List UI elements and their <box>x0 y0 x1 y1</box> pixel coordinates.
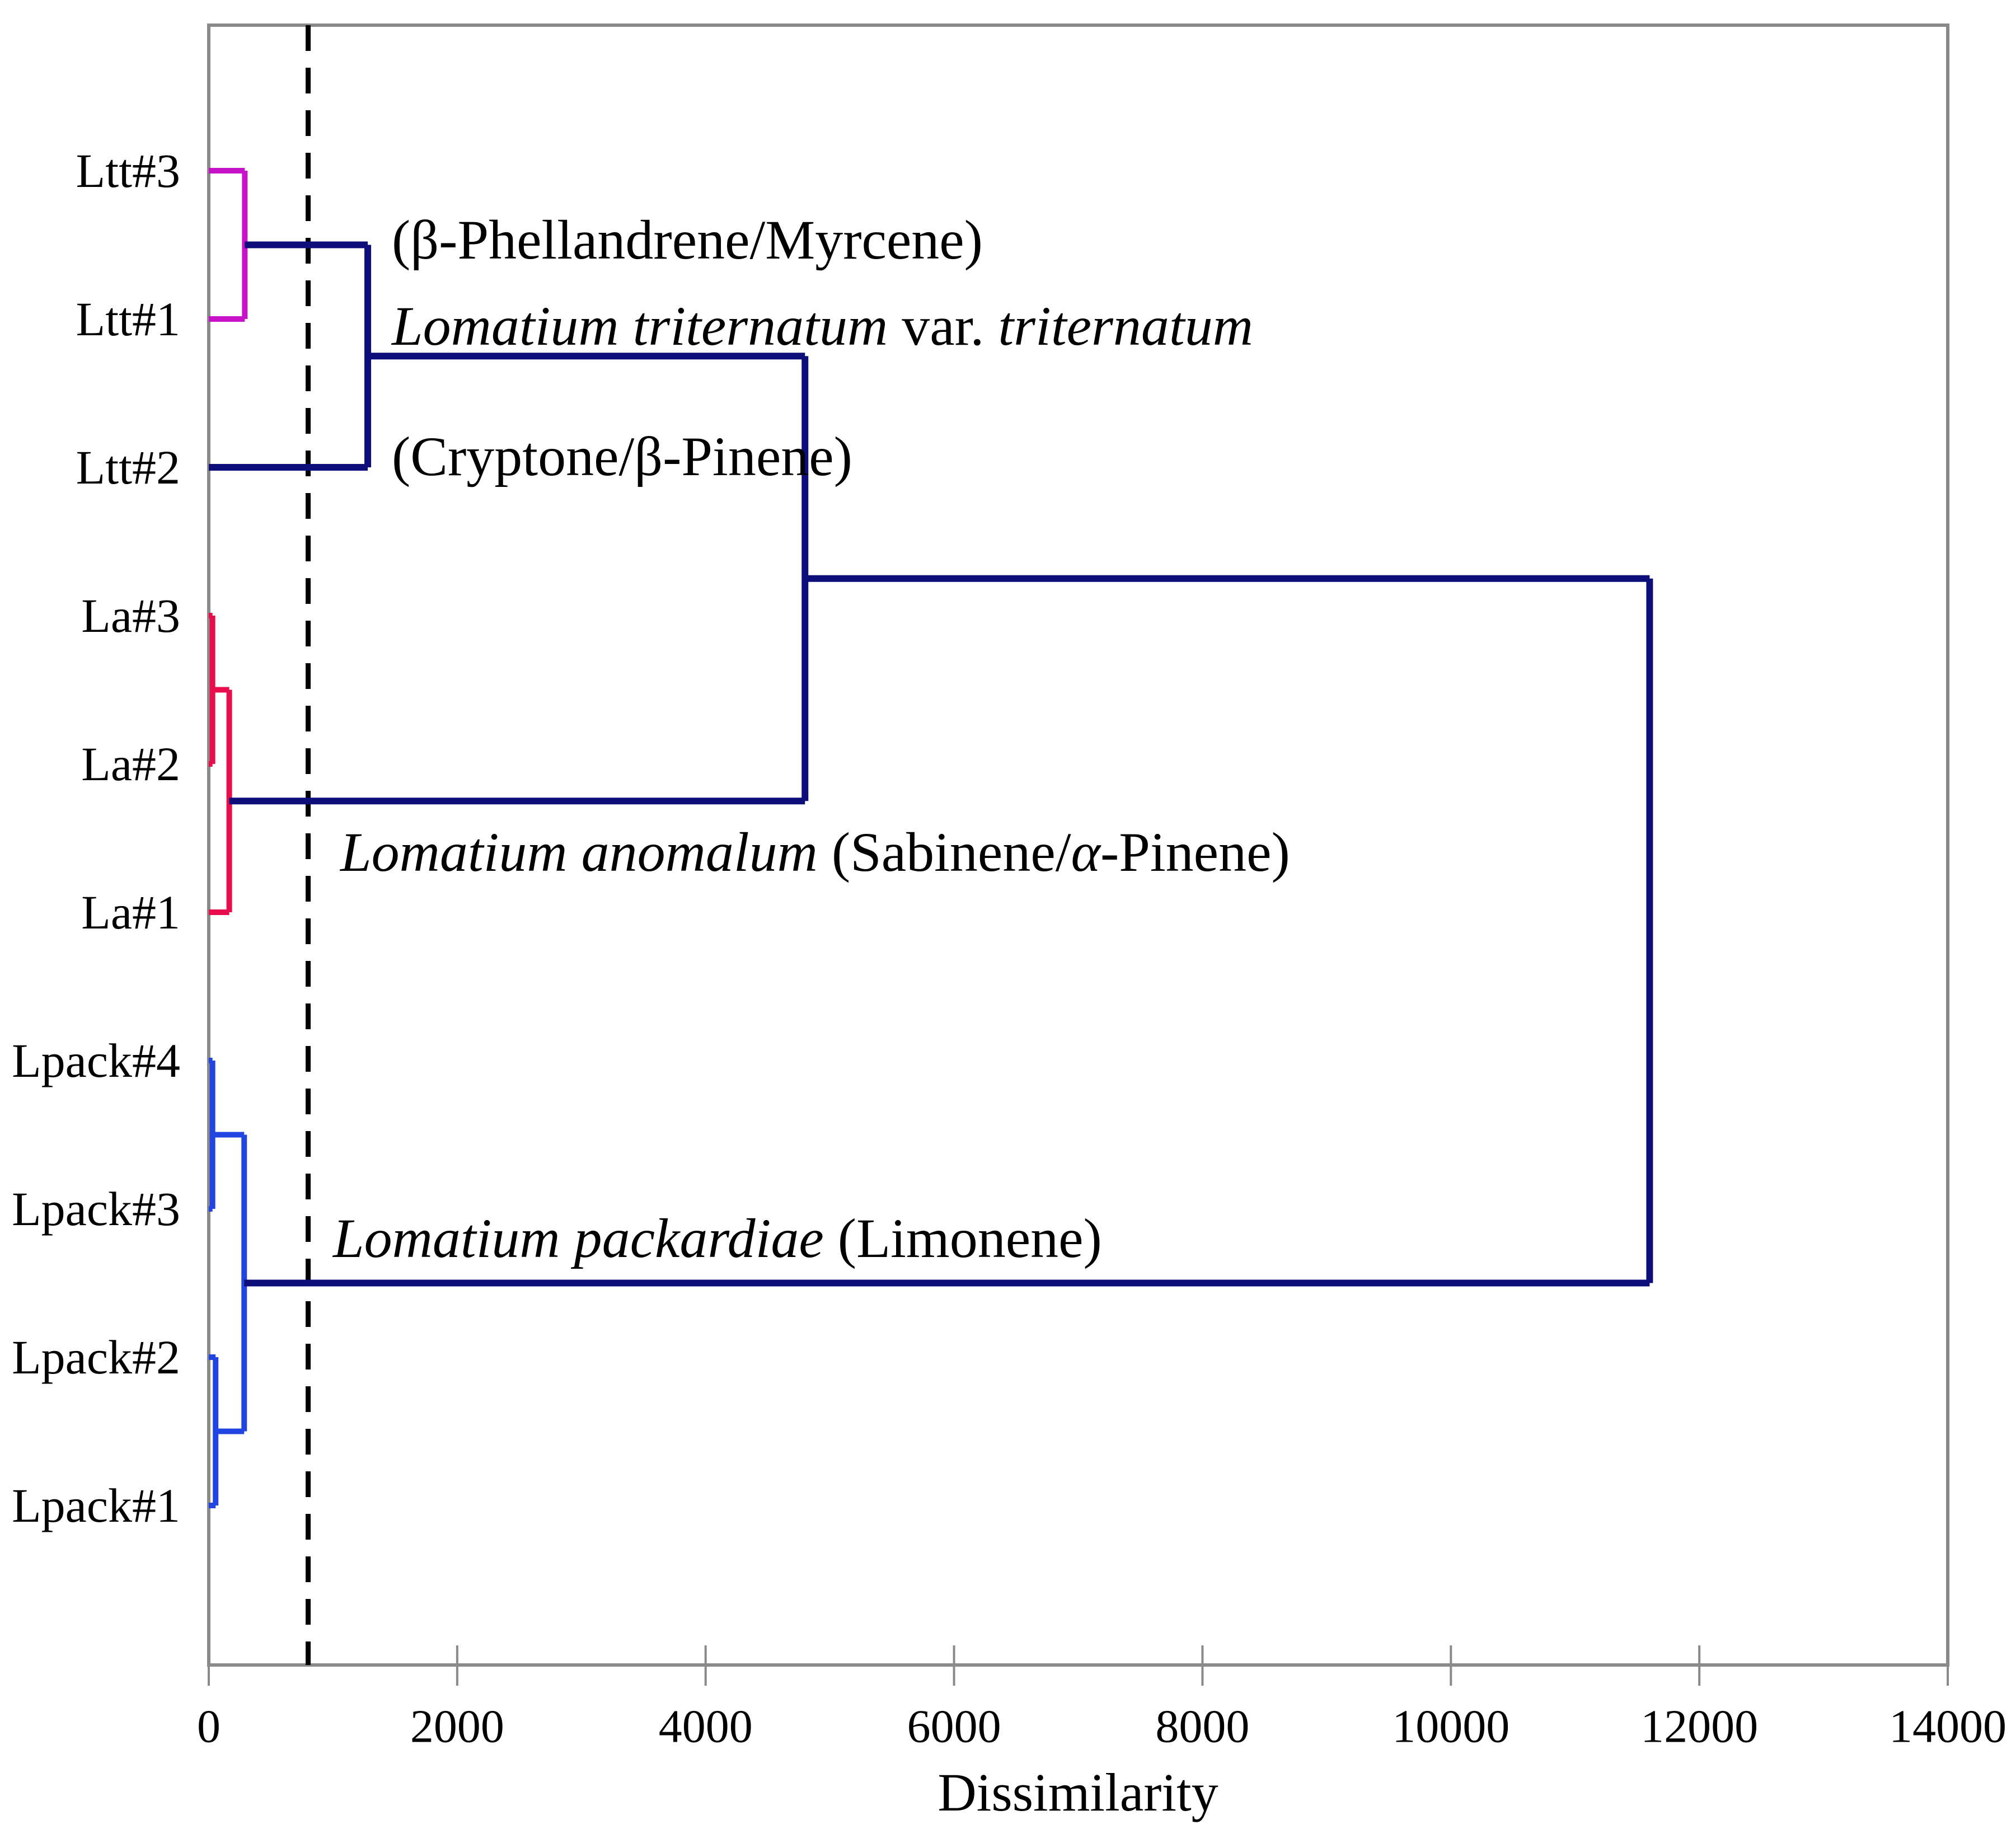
leaf-label: La#3 <box>81 589 180 642</box>
leaf-label: Lpack#2 <box>12 1330 180 1384</box>
leaf-label: Lpack#3 <box>12 1182 180 1236</box>
annotation-ltt-chemotype-2: (Cryptone/β-Pinene) <box>392 425 852 487</box>
x-axis-tick-label: 12000 <box>1640 1701 1758 1753</box>
x-axis-tick-label: 0 <box>197 1701 221 1753</box>
x-axis-tick-label: 4000 <box>659 1701 753 1753</box>
x-axis-tick-label: 14000 <box>1889 1701 2007 1753</box>
x-axis-title: Dissimilarity <box>937 1762 1218 1822</box>
annotation-anomalum: Lomatium anomalum (Sabinene/α-Pinene) <box>339 821 1290 883</box>
leaf-label: Lpack#4 <box>12 1034 180 1087</box>
annotation-packardiae: Lomatium packardiae (Limonene) <box>332 1207 1102 1269</box>
plot-frame <box>207 24 1949 1667</box>
leaf-label: La#2 <box>81 737 180 791</box>
leaf-label: Ltt#1 <box>76 292 180 346</box>
x-axis-tick-label: 6000 <box>907 1701 1001 1753</box>
annotation-ltt-species: Lomatium triternatum var. triternatum <box>391 295 1253 357</box>
x-axis-tick-label: 8000 <box>1155 1701 1249 1753</box>
leaf-label: La#1 <box>81 885 180 939</box>
leaf-label: Ltt#2 <box>76 440 180 494</box>
x-axis-tick-label: 2000 <box>410 1701 504 1753</box>
x-axis-tick-label: 10000 <box>1392 1701 1510 1753</box>
leaf-label: Lpack#1 <box>12 1479 180 1532</box>
annotation-ltt-chemotype-1: (β-Phellandrene/Myrcene) <box>392 209 983 271</box>
leaf-label: Ltt#3 <box>76 144 180 198</box>
